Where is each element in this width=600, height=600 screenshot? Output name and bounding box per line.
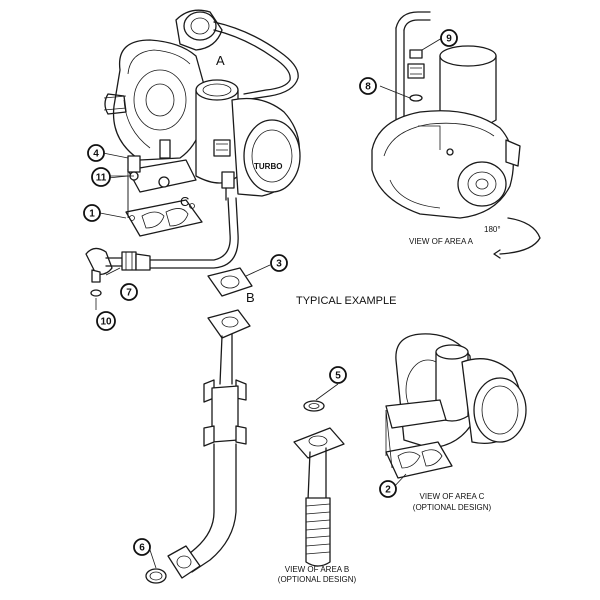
rotation-label: 180° xyxy=(484,225,501,234)
area-letter-c: C xyxy=(180,194,189,209)
callout-4: 4 xyxy=(87,144,105,162)
svg-text:7: 7 xyxy=(126,288,132,299)
callout-10: 10 xyxy=(96,311,116,331)
view-area-a-detail xyxy=(371,11,541,259)
callout-5: 5 xyxy=(329,366,347,384)
svg-text:6: 6 xyxy=(139,543,145,554)
callout-7: 7 xyxy=(120,283,138,301)
callout-1: 1 xyxy=(83,204,101,222)
main-turbocharger xyxy=(103,9,301,269)
callout-3: 3 xyxy=(270,254,288,272)
callout-8: 8 xyxy=(359,77,377,95)
view-area-b-caption: VIEW OF AREA B xyxy=(285,565,349,574)
svg-text:4: 4 xyxy=(93,149,99,160)
callout-9: 9 xyxy=(440,29,458,47)
svg-text:1: 1 xyxy=(89,209,95,220)
turbo-mounting-gasket xyxy=(125,199,203,237)
leader-lines xyxy=(95,37,443,569)
callout-6: 6 xyxy=(133,538,151,556)
svg-text:10: 10 xyxy=(100,317,112,328)
view-area-a-caption: VIEW OF AREA A xyxy=(409,237,474,246)
fitting-seal-ring xyxy=(90,289,102,297)
view-area-c-caption: VIEW OF AREA C xyxy=(420,492,485,501)
optional-drain-tube xyxy=(293,400,345,567)
svg-text:11: 11 xyxy=(96,173,107,184)
typical-example-label: TYPICAL EXAMPLE xyxy=(296,295,396,307)
tube-end-seal-inner xyxy=(149,571,163,581)
view-area-c-detail xyxy=(385,333,527,479)
view-area-c-subcaption: (OPTIONAL DESIGN) xyxy=(413,503,492,512)
turbo-label: TURBO xyxy=(254,162,282,171)
view-area-b-subcaption: (OPTIONAL DESIGN) xyxy=(278,575,357,584)
svg-text:9: 9 xyxy=(446,34,452,45)
callout-11: 11 xyxy=(91,167,111,187)
svg-text:8: 8 xyxy=(365,82,371,93)
oil-drain-tube xyxy=(167,309,251,579)
svg-text:3: 3 xyxy=(276,259,282,270)
tube-end-seal xyxy=(145,568,167,584)
svg-text:5: 5 xyxy=(335,371,341,382)
area-letter-a: A xyxy=(216,53,225,68)
drain-gasket xyxy=(207,267,253,297)
area-letter-b: B xyxy=(246,290,255,305)
svg-text:2: 2 xyxy=(385,485,391,496)
oil-fitting-elbow xyxy=(85,247,151,283)
callout-2: 2 xyxy=(379,480,397,498)
